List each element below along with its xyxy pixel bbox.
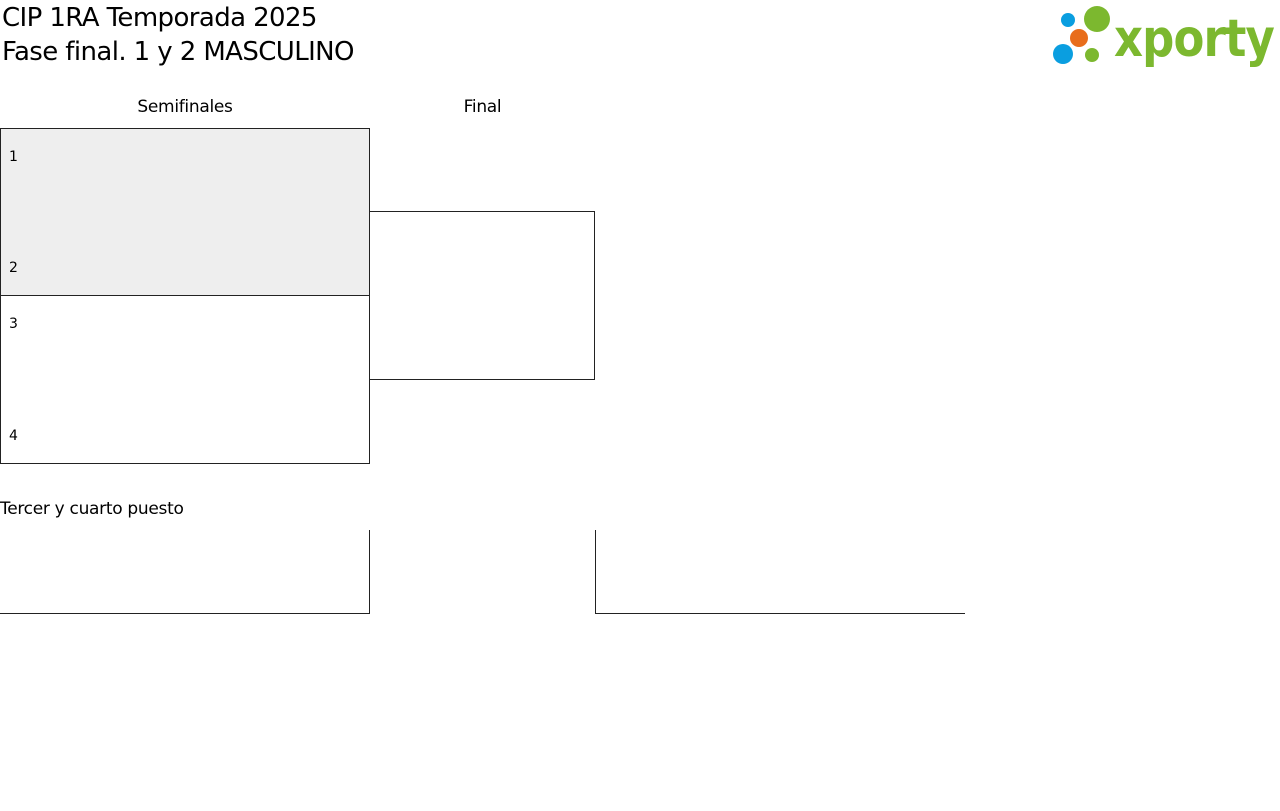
logo-dot-green-large — [1084, 6, 1110, 32]
third-place-divider-left — [369, 530, 370, 614]
round-header-final: Final — [463, 97, 502, 117]
xporty-logo: xporty — [1050, 2, 1276, 69]
logo-dot-blue-large — [1053, 44, 1073, 64]
logo-dot-blue-small — [1061, 13, 1075, 27]
final-connector-right — [594, 211, 595, 380]
logo-dot-green-small — [1085, 48, 1099, 62]
third-place-line-right — [595, 613, 965, 614]
semifinal-match-1[interactable]: 1 2 — [0, 128, 370, 296]
round-header-semifinales: Semifinales — [137, 97, 233, 117]
semifinal-match-2[interactable]: 3 4 — [0, 295, 370, 464]
title-line-1: CIP 1RA Temporada 2025 — [2, 3, 317, 33]
title-line-2: Fase final. 1 y 2 MASCULINO — [2, 37, 354, 67]
third-place-heading: Tercer y cuarto puesto — [0, 499, 184, 519]
seed-2: 2 — [9, 260, 18, 276]
seed-4: 4 — [9, 428, 18, 444]
logo-wordmark: xporty — [1114, 9, 1274, 68]
page-title: CIP 1RA Temporada 2025 Fase final. 1 y 2… — [2, 1, 354, 69]
seed-1: 1 — [9, 149, 18, 165]
final-connector-top — [370, 211, 595, 212]
third-place-line-left — [0, 613, 370, 614]
third-place-divider-right — [595, 530, 596, 614]
logo-dot-orange — [1070, 29, 1088, 47]
seed-3: 3 — [9, 316, 18, 332]
final-connector-bottom — [370, 379, 595, 380]
